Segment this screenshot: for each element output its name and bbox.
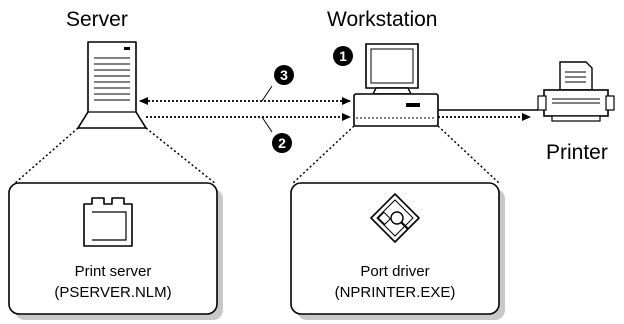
workstation-zoom-line-left <box>291 125 355 185</box>
step-3-number: 3 <box>280 67 288 83</box>
step-3-marker: 3 <box>274 65 294 85</box>
print-server-box: Print server (PSERVER.NLM) <box>8 182 223 320</box>
print-server-name: Print server <box>75 263 152 280</box>
printer-icon <box>537 61 615 122</box>
workstation-zoom-line-right <box>437 125 501 185</box>
server-zoom-line-right <box>145 127 217 185</box>
port-driver-name: Port driver <box>360 263 429 280</box>
step-1-marker: 1 <box>333 46 353 66</box>
server-tower-icon <box>77 41 147 129</box>
step-1-number: 1 <box>339 48 347 64</box>
print-server-file: (PSERVER.NLM) <box>54 284 171 301</box>
step-2-marker: 2 <box>272 133 292 153</box>
step-2-leader <box>261 116 273 133</box>
floppy-disk-magnifier-icon <box>370 193 420 243</box>
step-2-number: 2 <box>278 135 286 151</box>
port-driver-file: (NPRINTER.EXE) <box>335 284 456 301</box>
workstation-label: Workstation <box>327 8 438 31</box>
step-3-leader <box>261 85 273 102</box>
workstation-computer-icon <box>353 43 439 127</box>
server-label: Server <box>66 8 128 31</box>
server-zoom-line-left <box>13 127 79 185</box>
printer-label: Printer <box>546 141 608 164</box>
port-driver-box: Port driver (NPRINTER.EXE) <box>290 182 505 320</box>
folder-icon <box>83 197 133 247</box>
